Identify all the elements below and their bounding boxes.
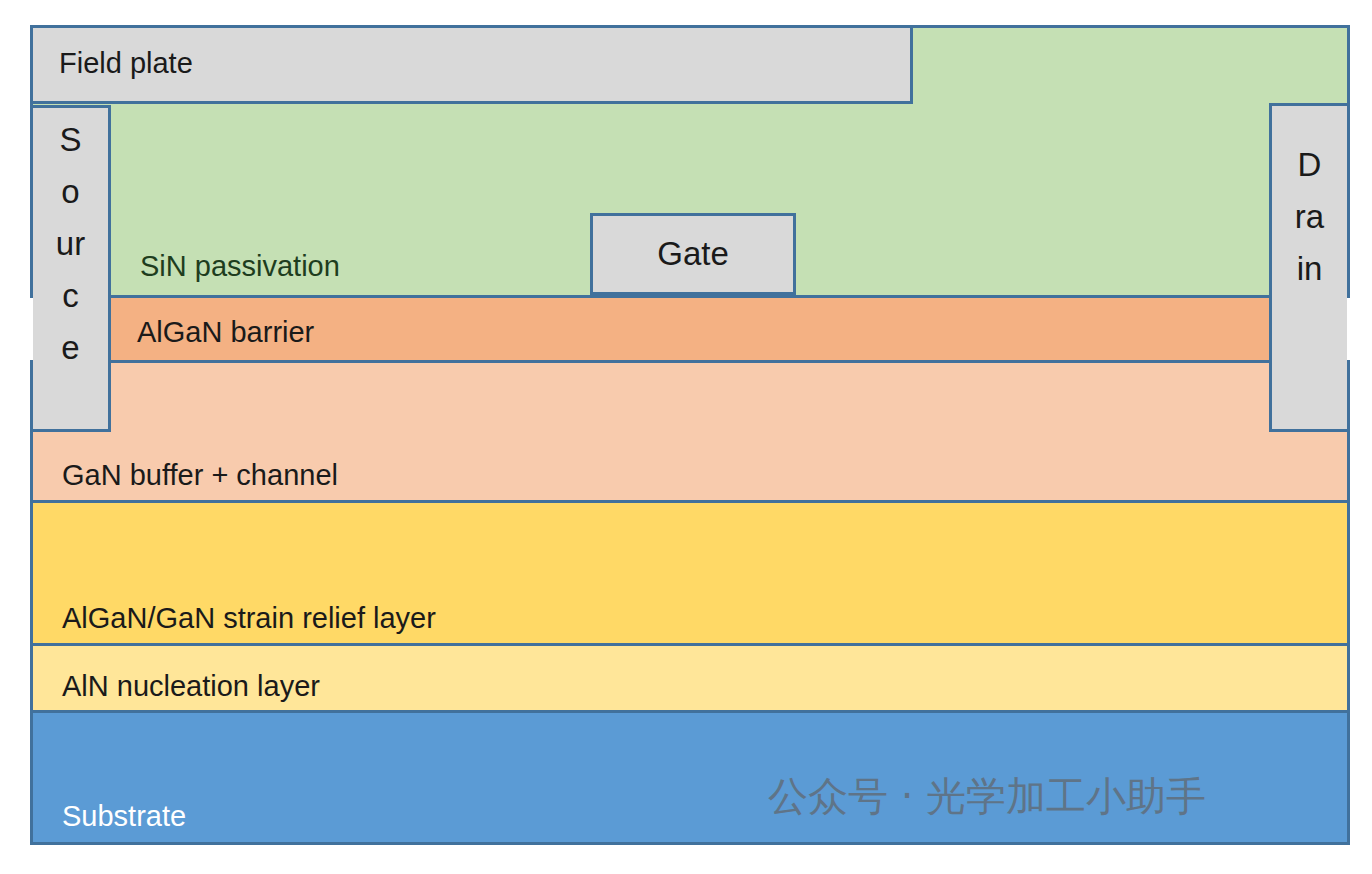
nucleation-layer: AlN nucleation layer: [30, 643, 1350, 713]
drain-electrode: Drain: [1269, 103, 1347, 432]
field-plate: Field plate: [33, 28, 913, 104]
watermark: 公众号 · 光学加工小助手: [768, 772, 1206, 820]
layer-label: Source: [54, 114, 87, 374]
layer-label: Drain: [1293, 139, 1326, 295]
layer-label: AlGaN barrier: [137, 315, 1301, 350]
layer-label: AlGaN/GaN strain relief layer: [62, 601, 1372, 636]
layer-label: AlN nucleation layer: [62, 669, 1372, 704]
layer-label: GaN buffer + channel: [62, 458, 1372, 493]
layer-label: Gate: [657, 234, 729, 274]
layer-label: SiN passivation: [140, 249, 1372, 284]
watermark-box: 公众号 · 光学加工小助手: [768, 772, 1206, 820]
layer-label: Field plate: [59, 46, 936, 81]
strain-relief-layer: AlGaN/GaN strain relief layer: [30, 500, 1350, 646]
buffer-layer: GaN buffer + channel: [30, 360, 1350, 503]
source-electrode: Source: [33, 105, 111, 432]
barrier-layer: AlGaN barrier: [108, 295, 1272, 363]
gate-electrode: Gate: [590, 213, 796, 295]
passivation-layer: SiN passivationField plateGate: [30, 25, 1350, 298]
